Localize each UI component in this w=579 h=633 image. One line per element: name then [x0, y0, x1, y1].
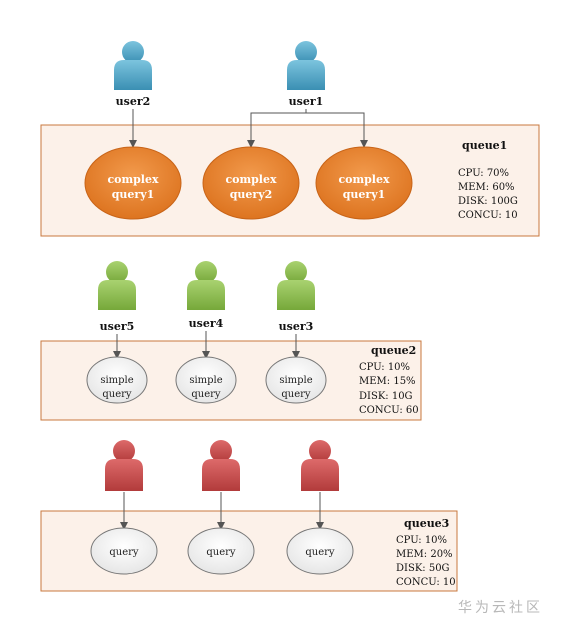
- query-label: complex: [107, 173, 159, 186]
- user4: user4: [187, 261, 225, 330]
- queue-name: queue2: [371, 344, 416, 357]
- queue-stat: CPU: 10%: [396, 535, 447, 546]
- query-label: query2: [230, 188, 273, 201]
- queue-name: queue1: [462, 139, 507, 152]
- query-label: query: [206, 547, 236, 558]
- query-label: complex: [225, 173, 277, 186]
- queue-stat: CPU: 10%: [359, 362, 410, 373]
- query-node: query: [90, 527, 158, 575]
- user-icon: [202, 440, 240, 491]
- user3: user3: [277, 261, 315, 333]
- user-label: user2: [116, 95, 151, 108]
- watermark: 华为云社区: [458, 600, 543, 616]
- queue-stat: MEM: 15%: [359, 376, 416, 387]
- queue1-connectors: [129, 109, 368, 148]
- user-icon: [287, 41, 325, 90]
- user-icon: [301, 440, 339, 491]
- query-label: query1: [343, 188, 386, 201]
- simple-query-node: simple query: [265, 356, 327, 404]
- user-label: user3: [279, 320, 314, 333]
- queue-stat: CONCU: 10: [458, 210, 518, 221]
- query-label: simple: [189, 375, 222, 386]
- queue3-connectors: [120, 492, 324, 530]
- query-label: query: [281, 389, 311, 400]
- user-icon: [277, 261, 315, 310]
- queue-stat: MEM: 20%: [396, 549, 453, 560]
- query-label: query: [305, 547, 335, 558]
- user-label: user1: [289, 95, 324, 108]
- query-label: query: [191, 389, 221, 400]
- complex-query-node: complex query1: [315, 146, 413, 220]
- queue-stat: CONCU: 60: [359, 405, 419, 416]
- user1: user1: [287, 41, 325, 108]
- user-icon: [98, 261, 136, 310]
- queue-name: queue3: [404, 517, 449, 530]
- query-label: simple: [100, 375, 133, 386]
- user-label: user5: [100, 320, 135, 333]
- queue-stat: DISK: 10G: [359, 391, 413, 402]
- query-label: query: [102, 389, 132, 400]
- complex-query-node: complex query2: [202, 146, 300, 220]
- user-icon: [114, 41, 152, 90]
- query-node: query: [187, 527, 255, 575]
- user-label: user4: [189, 317, 224, 330]
- simple-query-node: simple query: [175, 356, 237, 404]
- query-label: query1: [112, 188, 155, 201]
- connector-branch: [250, 112, 365, 144]
- query-label: query: [109, 547, 139, 558]
- user-icon: [105, 440, 143, 491]
- query-label: simple: [279, 375, 312, 386]
- query-node: query: [286, 527, 354, 575]
- user2: user2: [114, 41, 152, 108]
- user-icon: [187, 261, 225, 310]
- queue-stat: MEM: 60%: [458, 182, 515, 193]
- complex-query-node: complex query1: [84, 146, 182, 220]
- query-label: complex: [338, 173, 390, 186]
- queue-stat: CONCU: 10: [396, 577, 456, 588]
- queue2-connectors: [113, 331, 300, 359]
- queue-stat: CPU: 70%: [458, 168, 509, 179]
- simple-query-node: simple query: [86, 356, 148, 404]
- queue-stat: DISK: 100G: [458, 196, 518, 207]
- user5: user5: [98, 261, 136, 333]
- queue-stat: DISK: 50G: [396, 563, 450, 574]
